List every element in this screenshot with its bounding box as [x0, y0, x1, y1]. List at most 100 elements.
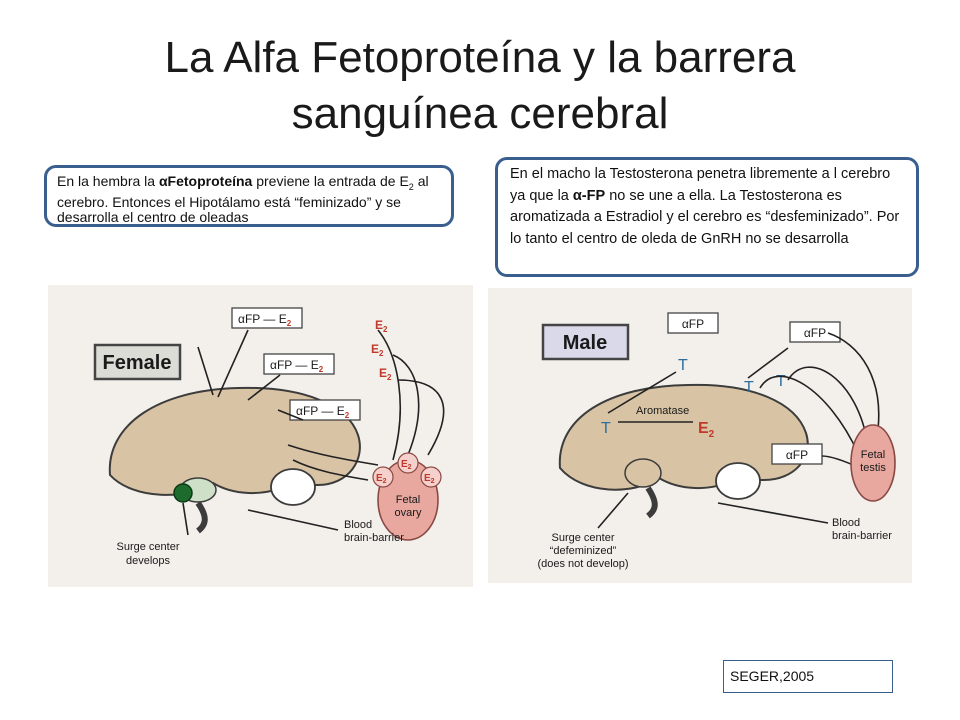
- female-pituitary: [195, 501, 208, 534]
- female-e2-free-1: E2: [375, 318, 388, 334]
- female-ovary-e2-sub-1: 2: [383, 478, 387, 485]
- female-cerebellum: [270, 468, 316, 506]
- female-ovary-label-2: ovary: [395, 507, 422, 519]
- female-arrow-1: [197, 346, 214, 396]
- male-testis-label-2: testis: [860, 462, 886, 474]
- female-e2-free-sub-3: 2: [387, 373, 392, 382]
- male-hypothalamus: [624, 458, 662, 488]
- male-bbb-label-1: Blood: [832, 517, 860, 529]
- female-ovary-e2-3: E2: [424, 473, 435, 485]
- female-ovary-e2-text-1: E: [376, 473, 383, 484]
- male-arrow-afp-3: [747, 347, 789, 379]
- male-afp-box-2: [789, 321, 841, 343]
- male-header-box: [541, 323, 630, 361]
- female-afp-text-1: αFP — E: [238, 312, 287, 326]
- male-arrow-afp-1: [827, 332, 880, 444]
- female-note: En la hembra la αFetoproteína previene l…: [44, 165, 454, 227]
- male-testis: [850, 424, 896, 502]
- male-pituitary: [645, 486, 658, 519]
- female-afp-box-3: [289, 399, 361, 421]
- female-bbb-label-1: Blood: [344, 519, 372, 531]
- female-arrow-surge: [182, 502, 189, 536]
- male-testis-label-1: Fetal: [861, 449, 885, 461]
- male-figure: Male αFP αFP αFP T T T T Aromatase E2 Fe…: [488, 288, 912, 583]
- female-diagram: Female αFP — E2 αFP — E2 αFP — E2 E2 E2 …: [48, 285, 473, 587]
- female-note-text-2: previene la entrada de E: [252, 173, 409, 189]
- male-aromatase-label: Aromatase: [636, 405, 689, 417]
- male-bbb-label-2: brain-barrier: [832, 530, 892, 542]
- male-arrow-surge: [597, 492, 629, 529]
- female-afp-box-2: [263, 353, 335, 375]
- female-header: Female: [103, 352, 172, 374]
- male-t-label-1: T: [678, 357, 688, 374]
- female-ovary-follicle-3: [420, 466, 442, 488]
- female-afp-box-1: [231, 307, 303, 329]
- female-note-text-3: al cerebro. Entonces el Hipotálamo está …: [57, 173, 429, 225]
- female-arrow-3: [247, 374, 281, 401]
- male-note-afp: α-FP: [572, 187, 606, 204]
- male-afp-label-1: αFP: [682, 317, 704, 331]
- title-line-2: sanguínea cerebral: [291, 89, 669, 138]
- male-arrow-bbb: [717, 502, 829, 524]
- male-surge-label-2: “defeminized”: [550, 545, 617, 557]
- male-afp-label-2: αFP: [804, 326, 826, 340]
- male-arrow-t-2: [759, 375, 859, 454]
- female-bbb-label-2: brain-barrier: [344, 532, 404, 544]
- title-line-1: La Alfa Fetoproteína y la barrera: [164, 33, 796, 82]
- female-note-afp: αFetoproteína: [158, 173, 253, 189]
- female-ovary-label-1: Fetal: [396, 494, 420, 506]
- female-arrow-bbb: [247, 509, 339, 531]
- female-ovary-e2-text-3: E: [424, 473, 431, 484]
- male-e2-sub: 2: [709, 429, 715, 440]
- female-e2-free-text-3: E: [379, 366, 387, 380]
- citation-box: SEGER,2005: [723, 660, 893, 693]
- female-e2-free-sub-2: 2: [379, 349, 384, 358]
- male-cerebellum: [715, 462, 761, 500]
- male-t-label-3: T: [776, 373, 786, 390]
- female-afp-label-2: αFP — E2: [270, 358, 324, 374]
- female-figure: Female αFP — E2 αFP — E2 αFP — E2 E2 E2 …: [48, 285, 473, 587]
- female-arrow-6: [392, 354, 420, 456]
- male-note-text-1: En el macho la Testosterona penetra libr…: [510, 166, 891, 204]
- male-e2-text: E: [698, 420, 709, 437]
- male-t-label-4: T: [601, 420, 611, 437]
- female-surge-label-2: develops: [126, 555, 171, 567]
- male-note-text-2: no se une a ella. La Testosterona es aro…: [510, 187, 900, 247]
- female-arrows: [182, 329, 445, 536]
- female-note-text-1: En la hembra la: [57, 173, 159, 189]
- female-arrow-5: [377, 329, 402, 461]
- female-ovary-e2-sub-2: 2: [408, 464, 412, 471]
- female-e2-free-text-2: E: [371, 342, 379, 356]
- female-afp-text-2: αFP — E: [270, 358, 319, 372]
- female-e2-free-text-1: E: [375, 318, 383, 332]
- female-arrow-8: [287, 444, 379, 466]
- male-afp-box-1: [667, 312, 719, 334]
- male-surge-label-1: Surge center: [552, 532, 615, 544]
- female-surge-label-1: Surge center: [117, 541, 180, 553]
- male-header: Male: [563, 332, 607, 354]
- female-afp-sub-1: 2: [287, 319, 292, 328]
- female-afp-label-3: αFP — E2: [296, 404, 350, 420]
- male-surge-label-3: (does not develop): [537, 558, 628, 570]
- female-afp-text-3: αFP — E: [296, 404, 345, 418]
- male-afp-label-3: αFP: [786, 448, 808, 462]
- female-ovary-e2-1: E2: [376, 473, 387, 485]
- female-ovary-e2-2: E2: [401, 459, 412, 471]
- female-arrow-9: [292, 459, 369, 481]
- male-afp-box-3: [771, 443, 823, 465]
- female-e2-free-sub-1: 2: [383, 325, 388, 334]
- female-arrow-4: [277, 409, 304, 421]
- female-afp-sub-2: 2: [319, 365, 324, 374]
- male-t-label-2: T: [744, 379, 754, 396]
- female-header-box: [93, 343, 182, 381]
- female-e2-free-3: E2: [379, 366, 392, 382]
- male-note: En el macho la Testosterona penetra libr…: [495, 157, 919, 277]
- male-arrows: [597, 332, 880, 529]
- slide-title: La Alfa Fetoproteína y la barrera sanguí…: [60, 30, 900, 142]
- male-arrow-t-3: [787, 366, 869, 447]
- female-e2-free-2: E2: [371, 342, 384, 358]
- female-arrow-7: [397, 379, 445, 456]
- female-afp-label-1: αFP — E2: [238, 312, 292, 328]
- male-diagram: Male αFP αFP αFP T T T T Aromatase E2 Fe…: [488, 288, 912, 583]
- female-surge-center: [173, 483, 193, 503]
